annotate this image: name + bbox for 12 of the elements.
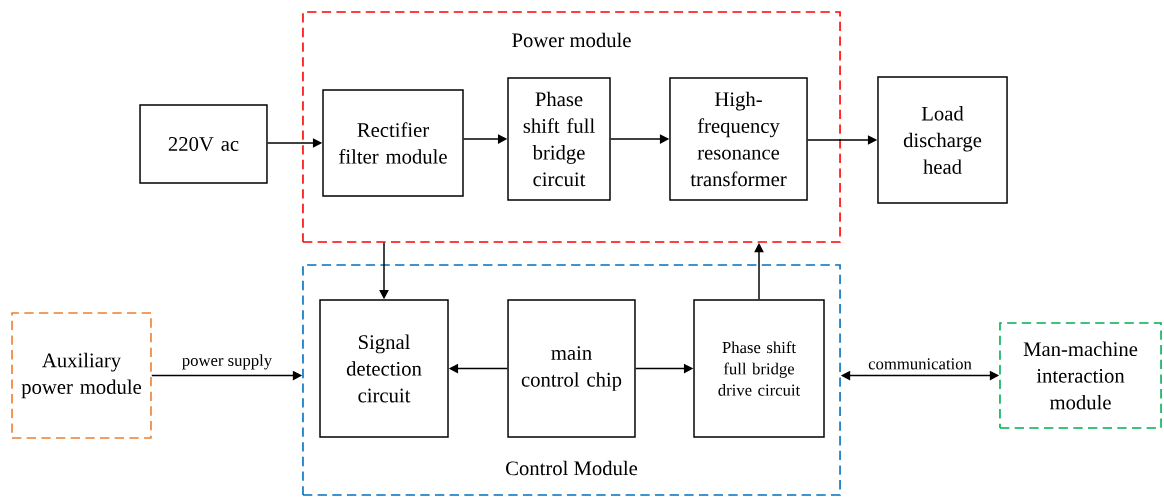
module-box: Auxiliary power module [11, 312, 152, 439]
block-box: High-frequency resonance transformer [669, 77, 808, 201]
block-box: main control chip [507, 299, 636, 438]
block-box: Load discharge head [877, 76, 1008, 204]
block-box: Phase shift full bridge circuit [507, 77, 611, 201]
edge-label: power supply [180, 352, 274, 371]
block-box: Rectifier filter module [322, 89, 464, 197]
edge-label: communication [866, 356, 974, 371]
block-box: Phase shift full bridge drive circuit [693, 299, 825, 438]
block-box: 220V ac [139, 104, 268, 184]
block-box: Signal detection circuit [319, 299, 449, 438]
module-box: Man-machine interaction module [999, 322, 1162, 429]
